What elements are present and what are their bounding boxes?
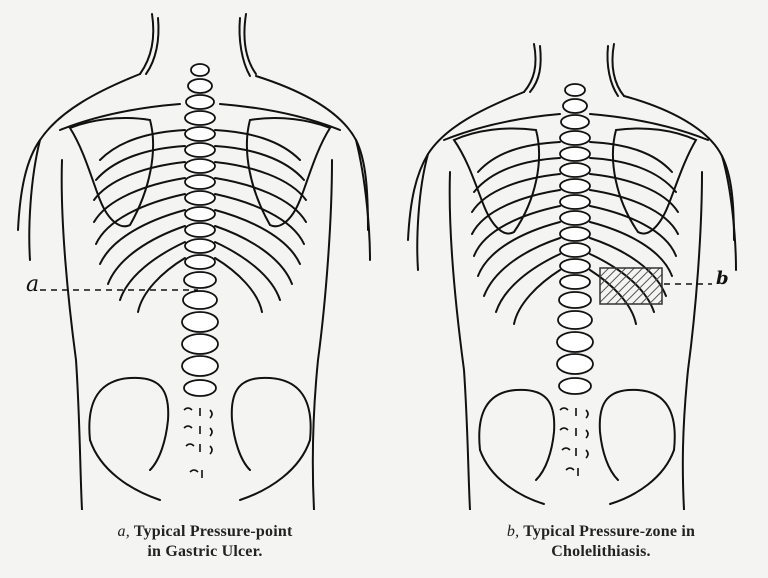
torso-illustration-b xyxy=(407,43,737,510)
caption-b-line2: Cholelithiasis. xyxy=(551,543,651,560)
caption-a-line2: in Gastric Ulcer. xyxy=(147,543,263,560)
caption-b-line1: b, Typical Pressure-zone in xyxy=(476,522,726,542)
caption-a-title: Typical Pressure-point xyxy=(133,523,293,540)
figure-b: b xyxy=(384,0,768,578)
caption-a-letter: a, xyxy=(117,523,130,540)
caption-b-title: Typical Pressure-zone in xyxy=(523,523,696,540)
caption-a-line1: a, Typical Pressure-point xyxy=(80,522,330,542)
label-a: a xyxy=(26,272,40,297)
caption-b-letter: b, xyxy=(506,523,520,540)
pressure-zone-b xyxy=(599,267,663,305)
figure-a: a xyxy=(17,13,371,510)
caption-a: a, Typical Pressure-point in Gastric Ulc… xyxy=(80,522,330,562)
caption-b: b, Typical Pressure-zone in Cholelithias… xyxy=(476,522,726,562)
label-b: b xyxy=(716,268,729,289)
torso-illustration-a xyxy=(17,13,371,510)
